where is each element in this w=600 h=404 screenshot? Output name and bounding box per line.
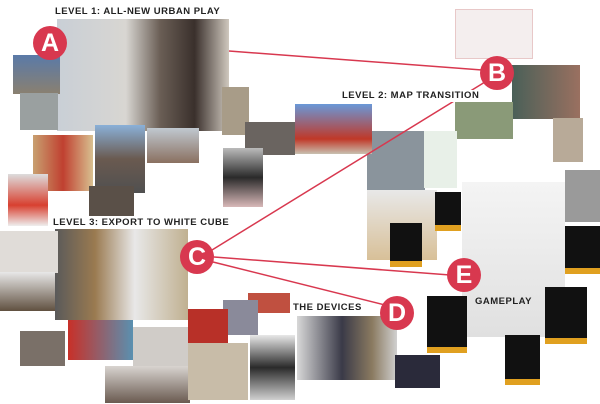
label-devices: THE DEVICES [291, 302, 364, 314]
screen-shot-3 [565, 226, 600, 274]
photo-woman-cap [250, 335, 295, 400]
photo-waterfront [147, 128, 199, 163]
photo-map-route [424, 131, 457, 188]
photo-gallery-glass [188, 343, 248, 400]
label-level-1: LEVEL 1: ALL-NEW URBAN PLAY [53, 6, 223, 18]
photo-crowd [0, 272, 55, 311]
label-level-2: LEVEL 2: MAP TRANSITION [340, 90, 482, 102]
label-level-3: LEVEL 3: EXPORT TO WHITE CUBE [51, 217, 232, 229]
photo-player-box [553, 118, 583, 162]
photo-hand-card [0, 231, 58, 273]
marker-b: B [480, 56, 514, 90]
marker-d: D [380, 296, 414, 330]
photo-white-cube-main [55, 229, 188, 320]
photo-map-grey [367, 131, 425, 192]
photo-steel-sculpture [95, 125, 145, 193]
photo-urban-play-main [57, 19, 229, 131]
photo-red-object [8, 174, 48, 226]
photo-players-right [565, 170, 600, 222]
marker-c: C [180, 240, 214, 274]
photo-device-box [248, 293, 290, 313]
photo-wall-disk [222, 87, 249, 135]
screen-shot-1 [435, 192, 461, 231]
line-a-b [228, 50, 483, 71]
photo-satellite-town [455, 102, 513, 139]
photo-devices-main [297, 316, 397, 380]
label-gameplay: GAMEPLAY [475, 296, 532, 307]
photo-wall-device [89, 186, 134, 216]
photo-visitors-crowd [105, 366, 190, 403]
screen-shot-6 [505, 335, 540, 385]
screen-shot-2 [390, 223, 422, 267]
line-c-e [213, 256, 451, 276]
photo-red-case [188, 309, 228, 344]
photo-sculpture [13, 55, 60, 94]
screen-shot-4 [545, 287, 587, 344]
photo-ds-console [395, 355, 440, 388]
photo-satellite-harbor [512, 65, 580, 119]
marker-e: E [447, 258, 481, 292]
line-c-d [212, 261, 386, 306]
photo-wheel [20, 93, 58, 130]
photo-device-hand [223, 300, 258, 335]
photo-man-sculpture [295, 104, 372, 154]
photo-girl-device [223, 148, 263, 207]
photo-exhibition-box [133, 327, 188, 367]
line-c-b [211, 81, 486, 251]
marker-a: A [33, 26, 67, 60]
screen-shot-5 [427, 296, 467, 353]
photo-map-street [455, 9, 533, 59]
photo-gallery-people [20, 331, 65, 366]
photo-exhibition-red [68, 320, 133, 360]
